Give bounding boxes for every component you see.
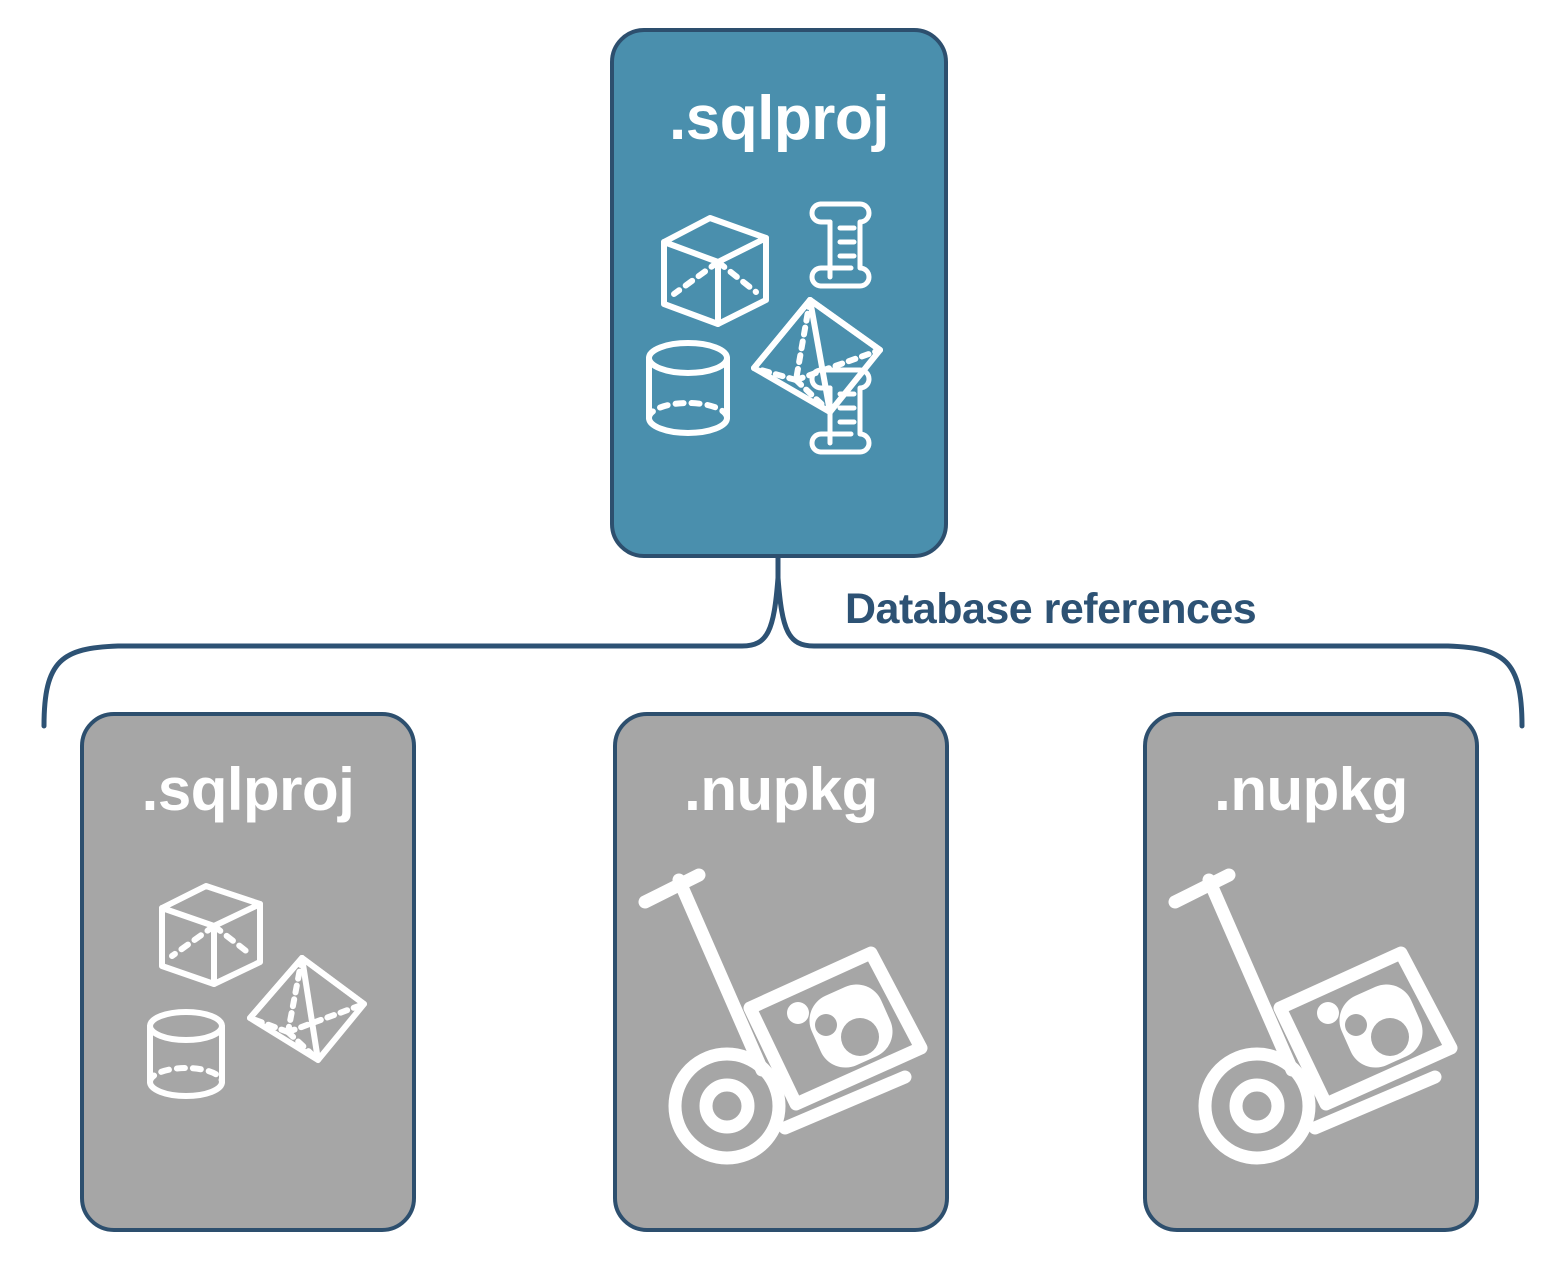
node-root-sqlproj[interactable]: .sqlproj — [610, 28, 948, 558]
cube-wireframe-icon — [159, 883, 263, 987]
script-scroll-icon — [809, 201, 872, 289]
node-root-sqlproj-label: .sqlproj — [669, 84, 889, 153]
pyramid-wireframe-icon — [247, 955, 367, 1063]
cylinder-wireframe-icon — [147, 1009, 225, 1099]
cube-wireframe-icon — [661, 215, 769, 327]
cylinder-wireframe-icon — [646, 340, 730, 436]
root-sqlproj-artwork — [646, 201, 883, 455]
node-ref-nupkg-1[interactable]: .nupkg — [613, 712, 949, 1232]
package-dolly-icon — [1168, 868, 1458, 1165]
ref-nupkg-2-artwork — [1168, 868, 1458, 1165]
node-ref-sqlproj[interactable]: .sqlproj — [80, 712, 416, 1232]
node-ref-nupkg-1-label: .nupkg — [684, 756, 878, 823]
nuget-logo-holes — [815, 1014, 879, 1056]
node-ref-nupkg-2-label: .nupkg — [1214, 756, 1408, 823]
ref-sqlproj-artwork — [147, 883, 367, 1099]
node-ref-nupkg-2[interactable]: .nupkg — [1143, 712, 1479, 1232]
nuget-logo-holes — [1345, 1014, 1409, 1056]
ref-nupkg-1-artwork — [638, 868, 928, 1165]
database-references-label: Database references — [845, 585, 1257, 633]
script-scroll-icon — [809, 367, 872, 455]
node-ref-sqlproj-label: .sqlproj — [141, 756, 355, 823]
package-dolly-icon — [638, 868, 928, 1165]
